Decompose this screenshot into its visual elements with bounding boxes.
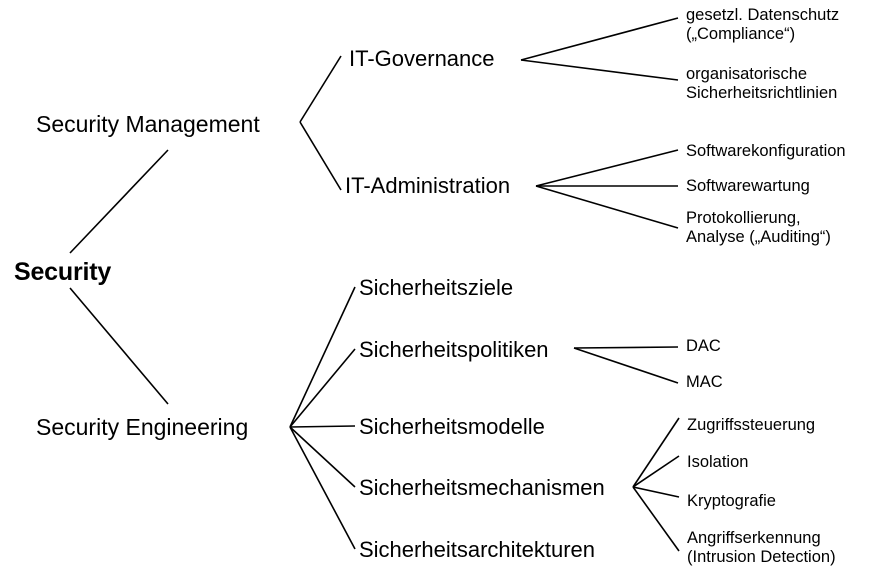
edge-management-to-governance (299, 55, 342, 123)
leaf-angriffserkennung: Angriffserkennung (Intrusion Detection) (687, 529, 836, 568)
leaf-angriffserkennung-line1: Angriffserkennung (687, 529, 821, 547)
leaf-gesetzl-datenschutz: gesetzl. Datenschutz („Compliance“) (686, 6, 839, 45)
leaf-mac: MAC (686, 373, 723, 391)
leaf-gesetzl-datenschutz-line2: („Compliance“) (686, 25, 796, 44)
leaf-organisatorische-sicherheitsrichtlinien: organisatorische Sicherheitsrichtlinien (686, 65, 837, 104)
node-sicherheitsmodelle: Sicherheitsmodelle (359, 414, 545, 439)
edge-engineering-to-politiken (289, 348, 356, 428)
leaf-gesetzl-datenschutz-line1: gesetzl. Datenschutz (686, 6, 840, 24)
leaf-protokollierung-analyse: Protokollierung, Analyse („Auditing“) (686, 209, 831, 248)
edge-mechanismen-to-kryptografie (632, 486, 680, 498)
edge-administration-to-konfiguration (535, 149, 679, 187)
leaf-protokollierung-line1: Protokollierung, (686, 209, 801, 227)
node-sicherheitsziele: Sicherheitsziele (359, 275, 514, 300)
leaf-organisatorische-line2: Sicherheitsrichtlinien (686, 84, 838, 103)
edge-engineering-to-mechanismen (289, 426, 356, 488)
leaf-protokollierung-line2: Analyse („Auditing“) (686, 228, 831, 247)
leaf-organisatorische-line1: organisatorische (686, 65, 808, 83)
edge-engineering-to-modelle (289, 425, 356, 428)
leaf-dac: DAC (686, 337, 721, 355)
edge-mechanismen-to-isolation (632, 455, 680, 488)
leaf-softwarekonfiguration: Softwarekonfiguration (686, 142, 846, 160)
leaf-isolation: Isolation (687, 453, 749, 471)
leaf-kryptografie: Kryptografie (687, 492, 776, 510)
node-security-engineering: Security Engineering (36, 414, 249, 440)
edge-politiken-to-dac (573, 346, 679, 349)
node-sicherheitsarchitekturen: Sicherheitsarchitekturen (359, 537, 596, 562)
edge-mechanismen-to-zugriffssteuerung (632, 417, 680, 488)
node-sicherheitspolitiken: Sicherheitspolitiken (359, 337, 549, 362)
node-security-management: Security Management (36, 111, 260, 137)
edge-governance-to-compliance (520, 17, 679, 61)
edge-security-to-management (69, 149, 169, 254)
edge-mechanismen-to-angriffserkennung (632, 486, 680, 552)
edge-management-to-administration (299, 121, 342, 191)
edge-security-to-engineering (69, 287, 169, 405)
edge-administration-to-protokollierung (535, 185, 679, 229)
node-it-administration: IT-Administration (345, 173, 511, 198)
leaf-angriffserkennung-line2: (Intrusion Detection) (687, 548, 836, 567)
node-it-governance: IT-Governance (349, 46, 495, 71)
node-security-root: Security (14, 258, 112, 286)
leaf-softwarewartung: Softwarewartung (686, 177, 810, 195)
node-sicherheitsmechanismen: Sicherheitsmechanismen (359, 475, 605, 500)
edge-politiken-to-mac (573, 347, 679, 384)
edge-engineering-to-architekturen (289, 426, 356, 550)
edge-engineering-to-ziele (289, 286, 356, 428)
edge-governance-to-richtlinien (520, 59, 679, 81)
leaf-zugriffssteuerung: Zugriffssteuerung (687, 416, 816, 434)
